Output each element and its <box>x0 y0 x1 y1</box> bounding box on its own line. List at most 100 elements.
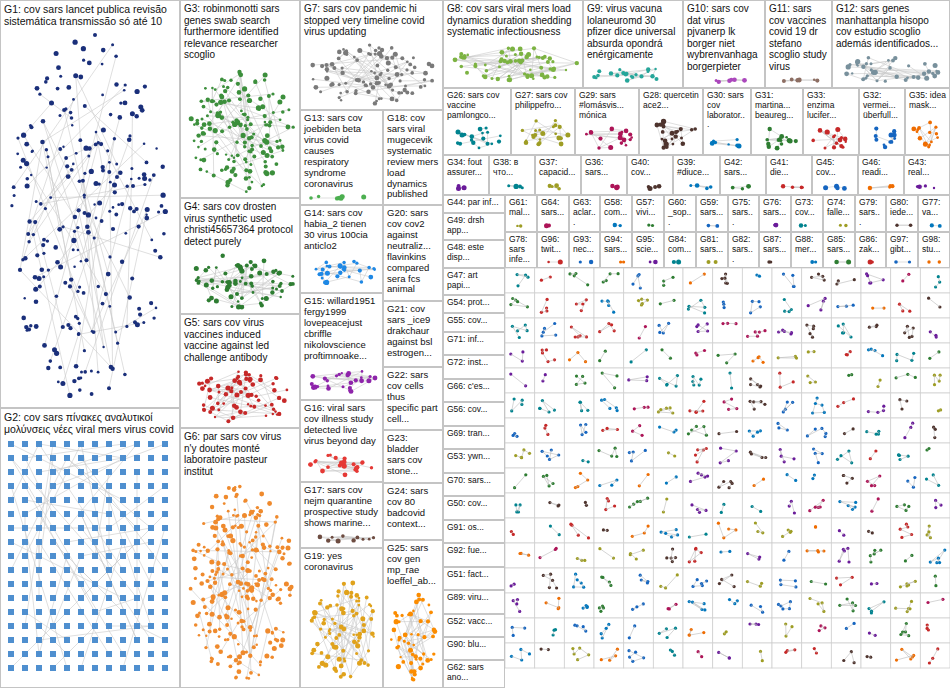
vertex-link <box>603 429 618 431</box>
vertex-dot <box>97 201 102 206</box>
vertex-dot <box>823 411 826 414</box>
vertex-dot <box>113 137 116 140</box>
vertex-dot <box>839 583 842 586</box>
group-cell <box>624 618 654 643</box>
vertex-dot <box>870 611 873 614</box>
vertex-link <box>610 649 618 660</box>
vertex-dot <box>150 302 153 305</box>
group-cell <box>594 593 624 618</box>
vertex-link <box>81 117 120 261</box>
vertex-dot <box>934 334 937 337</box>
vertex-link <box>751 307 761 313</box>
vertex-dot <box>613 504 616 507</box>
vertex-dot <box>78 138 82 142</box>
vertex-link <box>43 90 125 142</box>
vertex-link <box>639 475 648 486</box>
vertex-dot <box>690 628 693 631</box>
vertex-dot <box>118 170 123 175</box>
group-cell <box>653 643 683 668</box>
group-cell <box>505 293 535 318</box>
vertex-dot <box>874 449 877 452</box>
group-cell <box>594 493 624 518</box>
vertex-dot <box>642 602 645 605</box>
vertex-dot <box>852 427 855 430</box>
vertex-dot <box>42 252 45 255</box>
vertex-dot <box>44 80 48 84</box>
vertex-link <box>543 324 554 333</box>
vertex-link <box>754 479 763 485</box>
vertex-dot <box>114 213 118 217</box>
vertex-link <box>666 533 678 535</box>
vertex-dot <box>584 423 587 426</box>
vertex-link <box>754 402 765 404</box>
vertex-dot <box>520 456 523 459</box>
vertex-dot <box>555 586 558 589</box>
vertex-link <box>127 169 132 327</box>
vertex-dot <box>646 581 649 584</box>
group-cell <box>564 568 594 593</box>
vertex-link <box>76 76 98 372</box>
group-cell <box>891 593 921 618</box>
vertex-dot <box>814 402 817 405</box>
vertex-link <box>838 451 849 459</box>
group-cell <box>564 318 594 343</box>
vertex-dot <box>703 273 706 276</box>
vertex-dot <box>40 268 45 273</box>
vertex-link <box>841 577 853 585</box>
group-cell <box>535 318 565 343</box>
vertex-dot <box>807 304 810 307</box>
vertex-dot <box>850 461 853 464</box>
vertex-dot <box>584 501 587 504</box>
vertex-dot <box>671 650 674 653</box>
vertex-link <box>851 652 854 663</box>
vertex-link <box>905 427 911 437</box>
vertex-dot <box>144 216 149 221</box>
vertex-dot <box>909 426 912 429</box>
vertex-link <box>667 376 677 385</box>
group-cell <box>861 368 891 393</box>
vertex-link <box>51 195 163 197</box>
group-cell <box>594 618 624 643</box>
vertex-dot <box>74 364 79 369</box>
vertex-link <box>807 325 813 337</box>
group-cell <box>505 318 535 343</box>
vertex-link <box>748 582 761 587</box>
group-cell <box>772 418 802 443</box>
vertex-link <box>666 477 676 483</box>
vertex-dot <box>153 249 157 253</box>
vertex-link <box>27 85 125 186</box>
group-cell <box>683 593 713 618</box>
vertex-dot <box>127 138 132 143</box>
vertex-dot <box>665 383 668 386</box>
vertex-link <box>933 649 938 658</box>
vertex-dot <box>817 550 820 553</box>
group-cell <box>594 543 624 568</box>
vertex-dot <box>555 547 558 550</box>
group-cell <box>594 443 624 468</box>
group-cell <box>535 368 565 393</box>
vertex-dot <box>143 142 146 145</box>
group-box: G2: cov sars πίνακες αναλυτικοί μολύνσει… <box>0 408 180 688</box>
vertex-dot <box>62 146 64 148</box>
vertex-dot <box>108 305 111 308</box>
group-cell <box>861 443 891 468</box>
vertex-link <box>900 304 910 311</box>
vertex-dot <box>101 168 105 172</box>
vertex-link <box>629 626 634 638</box>
group-cell <box>683 368 713 393</box>
vertex-dot <box>728 656 731 659</box>
vertex-dot <box>12 185 16 189</box>
vertex-dot <box>908 310 911 313</box>
vertex-dot <box>671 276 674 279</box>
vertex-dot <box>871 531 874 534</box>
vertex-dot <box>764 456 767 459</box>
vertex-dot <box>908 336 911 339</box>
vertex-link <box>778 357 796 358</box>
group-cell <box>653 318 683 343</box>
vertex-link <box>748 554 759 560</box>
vertex-dot <box>78 286 81 289</box>
vertex-dot <box>511 434 514 437</box>
group-cell <box>564 593 594 618</box>
vertex-dot <box>145 207 150 212</box>
vertex-link <box>696 449 707 456</box>
